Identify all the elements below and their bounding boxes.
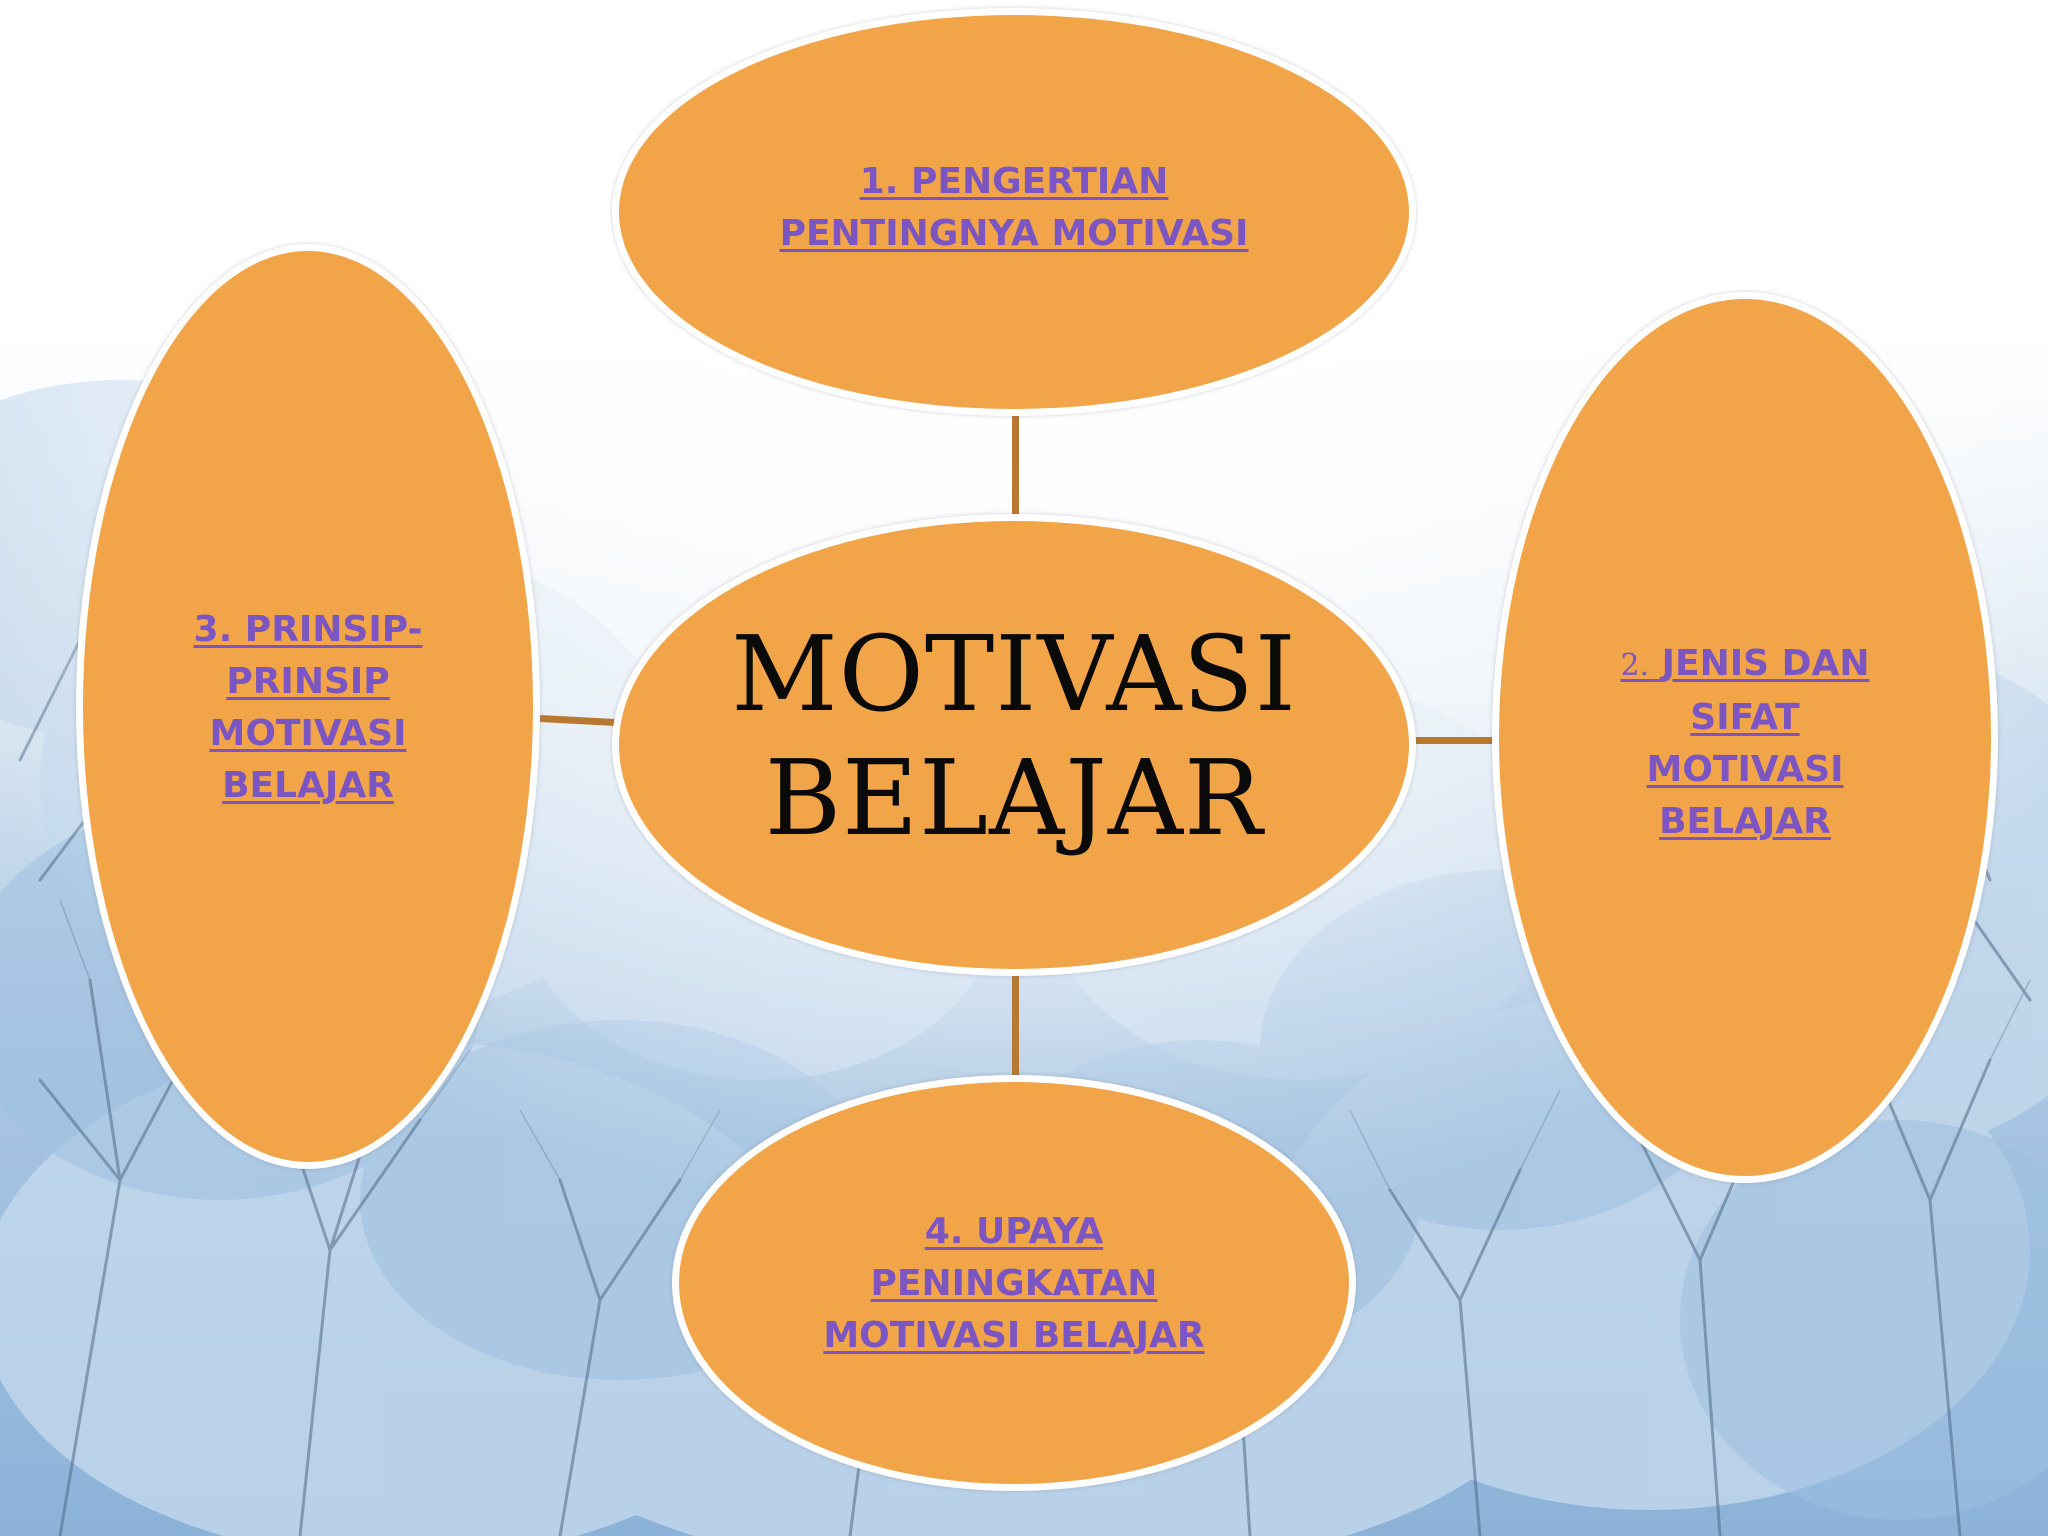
node-bottom-line1: 4. UPAYA [924, 1211, 1104, 1252]
connector-top [1012, 416, 1019, 516]
node-right-number: 2. [1620, 648, 1650, 683]
node-left-ellipse [76, 244, 540, 1169]
node-pengertian-link[interactable]: 1. PENGERTIAN PENTINGNYA MOTIVASI [662, 156, 1366, 260]
node-top-line2: PENTINGNYA MOTIVASI [779, 213, 1249, 254]
node-left-line3: MOTIVASI [209, 713, 407, 754]
node-right-line1: JENIS DAN [1661, 643, 1870, 684]
center-line1: MOTIVASI [731, 613, 1297, 735]
node-right-line4: BELAJAR [1659, 801, 1831, 842]
node-bottom-line3: MOTIVASI BELAJAR [823, 1315, 1205, 1356]
node-left-line1: 3. PRINSIP- [193, 609, 423, 650]
node-left-line2: PRINSIP [226, 661, 390, 702]
node-upaya-link[interactable]: 4. UPAYA PENINGKATAN MOTIVASI BELAJAR [712, 1206, 1316, 1362]
node-bottom-ellipse [672, 1075, 1356, 1491]
node-jenis-link[interactable]: 2. JENIS DAN SIFAT MOTIVASI BELAJAR [1542, 638, 1948, 848]
node-bottom-line2: PENINGKATAN [870, 1263, 1158, 1304]
node-left-line4: BELAJAR [222, 765, 394, 806]
node-right-line2: SIFAT [1690, 697, 1800, 738]
connector-right [1414, 737, 1492, 744]
node-top-ellipse [612, 8, 1416, 416]
center-node-title: MOTIVASI BELAJAR [662, 612, 1366, 860]
node-right-line3: MOTIVASI [1646, 749, 1844, 790]
center-node-ellipse [612, 514, 1416, 976]
node-top-line1: 1. PENGERTIAN [859, 161, 1169, 202]
node-right-ellipse [1492, 292, 1998, 1183]
center-line2: BELAJAR [764, 737, 1264, 859]
node-prinsip-link[interactable]: 3. PRINSIP- PRINSIP MOTIVASI BELAJAR [136, 604, 480, 812]
connector-bottom [1012, 975, 1019, 1075]
